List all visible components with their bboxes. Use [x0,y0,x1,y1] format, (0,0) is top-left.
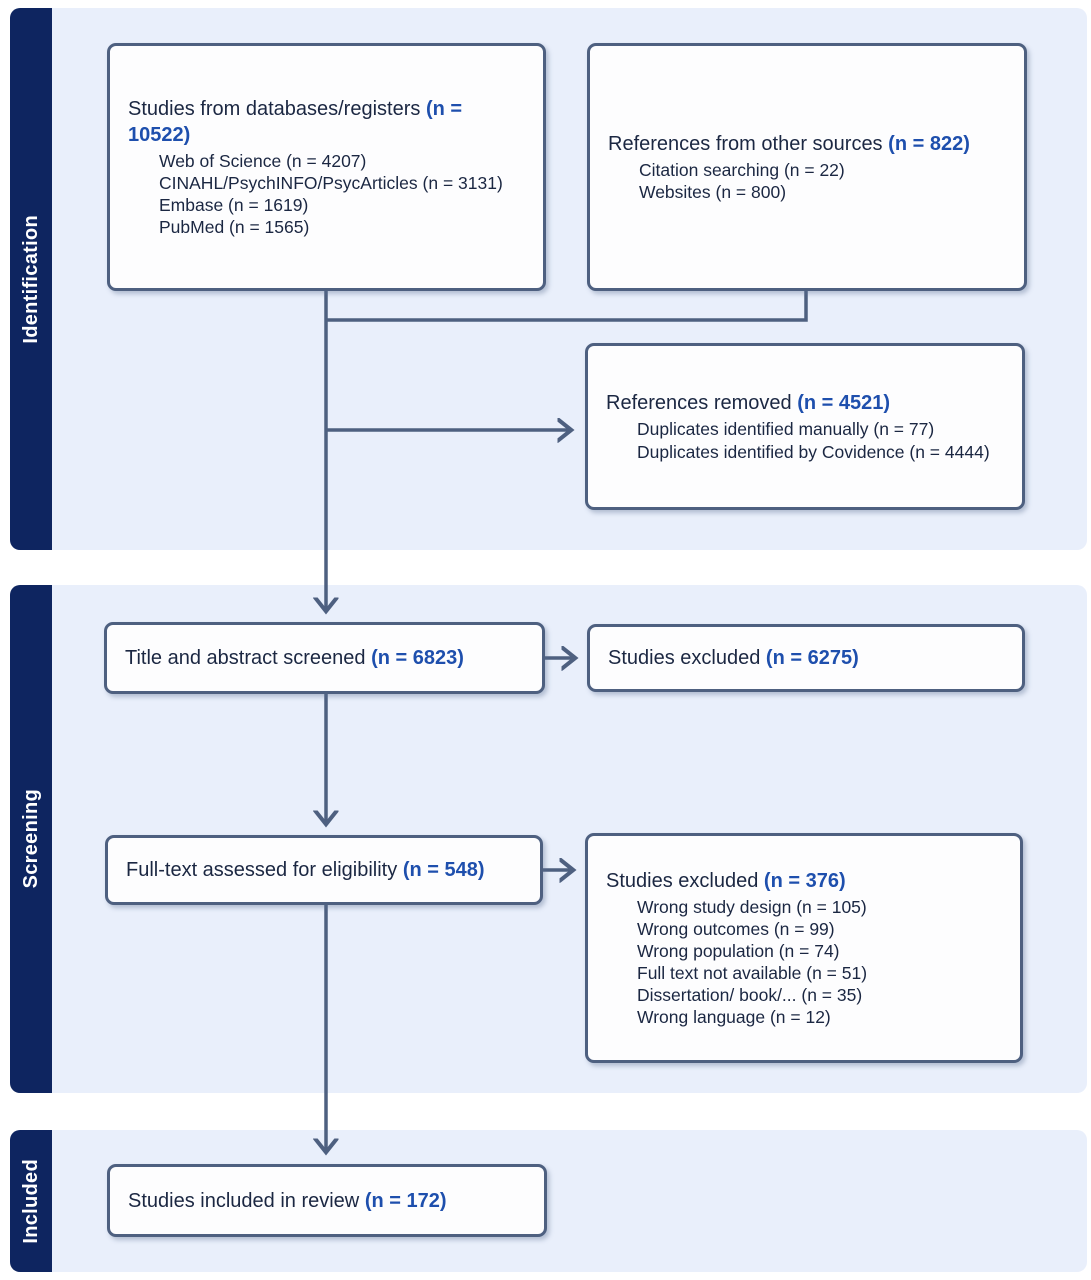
box-title-line: Studies included in review(n = 172) [128,1188,528,1214]
box-count: (n = 548) [402,859,485,881]
box-subitem: Duplicates identified by Covidence (n = … [637,441,990,462]
box-subitem-list: Web of Science (n = 4207)CINAHL/PsychINF… [128,150,527,238]
box-title-line: Full-text assessed for eligibility(n = 5… [126,857,524,883]
box-title: Studies included in review [128,1189,360,1212]
box-title-line: Studies from databases/registers(n = 105… [128,96,527,148]
box-subitem: Web of Science (n = 4207) [159,150,367,171]
box-studies-included: Studies included in review(n = 172) [107,1164,547,1237]
box-title-line: References from other sources(n = 822) [608,131,1008,157]
box-title: Studies excluded [608,647,761,669]
box-count: (n = 376) [763,869,846,892]
box-title: Title and abstract screened [125,647,366,669]
box-subitem: Wrong study design (n = 105) [637,896,867,917]
box-title: References removed [606,392,792,415]
box-references-removed: References removed(n = 4521) Duplicates … [585,343,1025,510]
box-databases-registers: Studies from databases/registers(n = 105… [107,43,546,291]
box-subitem: Citation searching (n = 22) [639,159,845,180]
box-count: (n = 6275) [765,647,859,669]
box-count: (n = 172) [364,1189,447,1212]
box-subitem-list: Citation searching (n = 22)Websites (n =… [608,159,1008,203]
box-subitem: Websites (n = 800) [639,182,787,202]
stage-ribbon-screening: Screening [10,585,52,1093]
box-title: Studies from databases/registers [128,97,421,120]
box-title-abstract-screened: Title and abstract screened(n = 6823) [104,622,545,694]
box-title-line: References removed(n = 4521) [606,390,1006,416]
box-title-line: Studies excluded(n = 6275) [608,645,1006,671]
stage-ribbon-included: Included [10,1130,52,1272]
box-subitem: Dissertation/ book/... (n = 35) [637,985,863,1006]
box-subitem: Full text not available (n = 51) [637,963,868,983]
box-subitem: CINAHL/PsychINFO/PsycArticles (n = 3131) [159,172,503,193]
box-subitem: Duplicates identified manually (n = 77) [637,419,935,440]
box-subitem: Embase (n = 1619) [159,195,309,215]
box-title-line: Studies excluded(n = 376) [606,868,1004,894]
box-subitem-list: Wrong study design (n = 105)Wrong outcom… [606,896,1004,1028]
box-title-line: Title and abstract screened(n = 6823) [125,645,526,671]
box-subitem: Wrong outcomes (n = 99) [637,918,835,939]
stage-ribbon-identification: Identification [10,8,52,550]
box-count: (n = 10522) [128,97,463,146]
box-title: References from other sources [608,132,883,155]
box-count: (n = 4521) [797,392,891,415]
box-studies-excluded-fulltext: Studies excluded(n = 376) Wrong study de… [585,833,1023,1063]
box-fulltext-assessed: Full-text assessed for eligibility(n = 5… [105,835,543,905]
box-title: Studies excluded [606,869,759,892]
box-subitem: PubMed (n = 1565) [159,217,310,238]
box-count: (n = 822) [888,132,970,155]
connector-other-sources-join [326,290,808,322]
box-subitem: Wrong language (n = 12) [637,1007,831,1028]
box-subitem-list: Duplicates identified manually (n = 77)D… [606,418,1006,462]
box-title: Full-text assessed for eligibility [126,859,398,881]
box-other-sources: References from other sources(n = 822) C… [587,43,1027,291]
box-subitem: Wrong population (n = 74) [637,940,840,961]
box-studies-excluded-screening: Studies excluded(n = 6275) [587,624,1025,692]
box-count: (n = 6823) [371,647,464,669]
